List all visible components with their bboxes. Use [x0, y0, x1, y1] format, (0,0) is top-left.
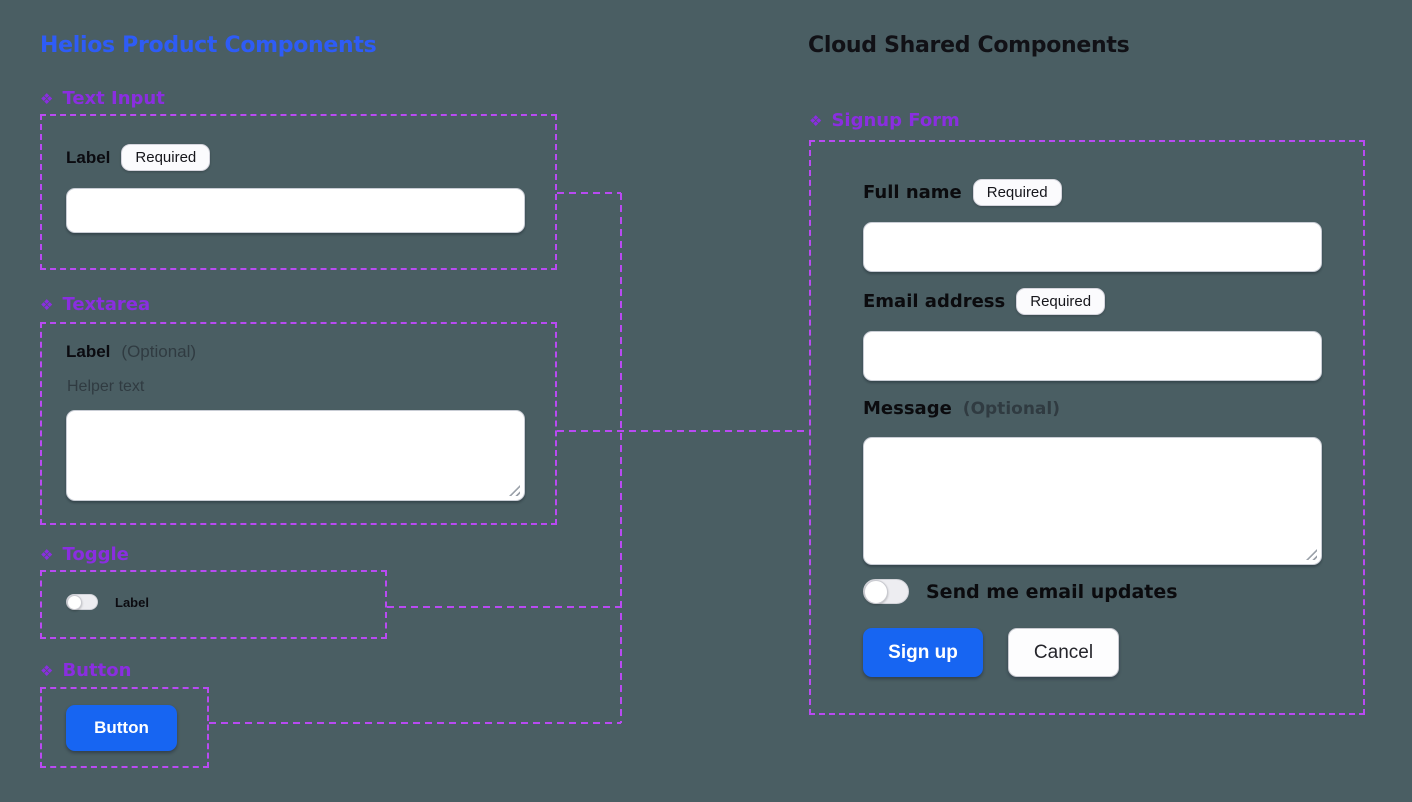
message-label-row: Message (Optional) — [863, 398, 1060, 419]
textarea-label-row: Label (Optional) — [66, 342, 196, 362]
section-header-label: Text Input — [62, 88, 165, 109]
left-library-title: Helios Product Components — [40, 33, 377, 58]
section-header-text-input: ❖ Text Input — [40, 88, 165, 109]
demo-button[interactable]: Button — [66, 705, 177, 751]
required-badge: Required — [972, 179, 1062, 206]
email-input[interactable] — [863, 331, 1322, 381]
field-label: Label — [66, 147, 111, 167]
toggle-switch[interactable] — [66, 594, 98, 610]
component-icon: ❖ — [809, 112, 823, 130]
email-updates-label: Send me email updates — [926, 580, 1178, 603]
required-badge: Required — [1016, 288, 1106, 315]
section-header-label: Toggle — [62, 544, 129, 565]
section-header-label: Textarea — [62, 294, 151, 315]
section-header-label: Signup Form — [831, 110, 960, 131]
right-library-title: Cloud Shared Components — [808, 33, 1130, 58]
toggle-label: Label — [115, 594, 149, 610]
component-icon: ❖ — [40, 296, 54, 314]
resize-grip-icon[interactable] — [1306, 549, 1317, 560]
email-updates-toggle-row: Send me email updates — [863, 579, 1178, 604]
cancel-button[interactable]: Cancel — [1008, 628, 1119, 677]
section-header-signup-form: ❖ Signup Form — [809, 110, 960, 131]
message-label: Message — [863, 398, 952, 419]
full-name-input[interactable] — [863, 222, 1322, 272]
helper-text: Helper text — [67, 378, 145, 395]
text-input-label-row: Label Required — [66, 144, 211, 171]
toggle-knob — [66, 594, 82, 610]
component-frame-button: Button — [40, 687, 209, 768]
message-textarea[interactable] — [863, 437, 1322, 565]
section-header-textarea: ❖ Textarea — [40, 294, 150, 315]
full-name-label-row: Full name Required — [863, 179, 1062, 206]
optional-hint: (Optional) — [121, 342, 197, 361]
section-header-label: Button — [62, 660, 132, 681]
message-field-wrap — [863, 437, 1322, 565]
email-updates-toggle[interactable] — [863, 579, 909, 604]
toggle-knob — [863, 579, 888, 604]
signup-button[interactable]: Sign up — [863, 628, 983, 677]
resize-grip-icon[interactable] — [509, 485, 520, 496]
optional-hint: (Optional) — [962, 398, 1060, 419]
textarea-field-wrap — [66, 410, 525, 501]
full-name-label: Full name — [863, 182, 962, 203]
component-icon: ❖ — [40, 546, 54, 564]
section-header-toggle: ❖ Toggle — [40, 544, 129, 565]
component-frame-signup-form: Full name Required Email address Require… — [809, 140, 1365, 715]
component-icon: ❖ — [40, 662, 54, 680]
toggle-row: Label — [66, 594, 149, 610]
section-header-button: ❖ Button — [40, 660, 131, 681]
text-input-field[interactable] — [66, 188, 525, 233]
required-badge: Required — [121, 144, 211, 171]
field-label: Label — [66, 342, 111, 361]
textarea-field[interactable] — [66, 410, 525, 501]
component-icon: ❖ — [40, 90, 54, 108]
component-frame-toggle: Label — [40, 570, 387, 639]
component-frame-text-input: Label Required — [40, 114, 557, 270]
email-label: Email address — [863, 291, 1006, 312]
component-frame-textarea: Label (Optional) Helper text — [40, 322, 557, 525]
email-label-row: Email address Required — [863, 288, 1106, 315]
